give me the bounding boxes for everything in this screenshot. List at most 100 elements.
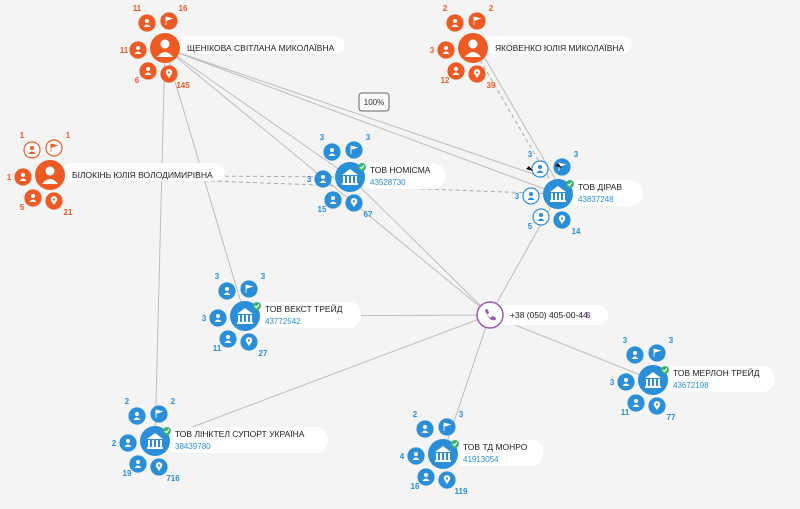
relation-count: 1 [20, 131, 25, 140]
relation-people-icon[interactable] [139, 62, 157, 80]
company-code[interactable]: 43772542 [265, 317, 301, 326]
relation-flag-icon[interactable] [648, 344, 666, 362]
relation-people-icon[interactable] [24, 189, 42, 207]
company-code[interactable]: 38439780 [175, 442, 211, 451]
relation-flag-icon[interactable] [553, 158, 571, 176]
relation-flag-icon[interactable] [345, 141, 363, 159]
relation-user-icon[interactable] [218, 282, 236, 300]
relation-group-icon[interactable] [209, 309, 227, 327]
relation-user-icon[interactable] [416, 420, 434, 438]
relation-count: 15 [318, 205, 327, 214]
relation-count: 2 [489, 4, 494, 13]
graph-edge [349, 176, 491, 316]
phone-icon[interactable] [476, 301, 504, 329]
relation-user-icon[interactable] [23, 141, 41, 159]
arrow-icon [555, 163, 562, 168]
relation-count: 1 [66, 131, 71, 140]
relation-pin-icon[interactable] [345, 194, 363, 212]
relation-user-icon[interactable] [128, 407, 146, 425]
relation-count: 27 [259, 349, 268, 358]
relation-group-icon[interactable] [129, 41, 147, 59]
relation-count: 2 [171, 397, 176, 406]
relation-people-icon[interactable] [324, 191, 342, 209]
relation-group-icon[interactable] [314, 170, 332, 188]
relation-user-icon[interactable] [138, 14, 156, 32]
relation-flag-icon[interactable] [45, 139, 63, 157]
relation-people-icon[interactable] [627, 394, 645, 412]
company-code[interactable]: 43837248 [578, 195, 614, 204]
node-label-pill [453, 440, 544, 466]
node-label-pill [360, 163, 446, 189]
phone-node[interactable]: +38 (050) 405-00-446 [476, 301, 608, 329]
relation-group-icon[interactable] [119, 434, 137, 452]
relation-pin-icon[interactable] [468, 65, 486, 83]
relation-pin-icon[interactable] [240, 333, 258, 351]
relation-user-icon[interactable] [323, 143, 341, 161]
relation-people-icon[interactable] [129, 455, 147, 473]
relation-people-icon[interactable] [219, 330, 237, 348]
relation-user-icon[interactable] [446, 14, 464, 32]
relation-count: 119 [455, 487, 468, 496]
relation-pin-icon[interactable] [150, 458, 168, 476]
company-name: ТОВ МЕРЛОН ТРЕЙД [673, 367, 760, 378]
relation-flag-icon[interactable] [438, 418, 456, 436]
relation-count: 67 [364, 210, 373, 219]
relation-pin-icon[interactable] [160, 65, 178, 83]
relation-count: 14 [572, 227, 581, 236]
relation-pin-icon[interactable] [438, 471, 456, 489]
relation-people-icon[interactable] [532, 208, 550, 226]
verified-check-icon [253, 302, 261, 310]
graph-edge [164, 47, 546, 179]
relation-count: 2 [125, 397, 130, 406]
relation-group-icon[interactable] [617, 373, 635, 391]
phone-number: +38 (050) 405-00-44 [510, 310, 588, 320]
company-code[interactable]: 43528730 [370, 178, 406, 187]
relation-people-icon[interactable] [417, 468, 435, 486]
company-code[interactable]: 43672198 [673, 381, 709, 390]
relation-count: 3 [528, 150, 533, 159]
relation-count: 3 [623, 336, 628, 345]
relation-flag-icon[interactable] [150, 405, 168, 423]
relation-group-icon[interactable] [407, 447, 425, 465]
relation-count: 4 [400, 452, 405, 461]
graph-edge [489, 314, 654, 381]
company-name: ТОВ ДІРАВ [578, 182, 622, 192]
relation-user-icon[interactable] [626, 346, 644, 364]
edge-percent-label[interactable]: 100% [358, 92, 390, 112]
graph-edge [154, 47, 166, 442]
relation-group-icon[interactable] [14, 168, 32, 186]
relation-count: 11 [213, 344, 222, 353]
relation-flag-icon[interactable] [240, 280, 258, 298]
company-name: ТОВ НОМІСМА [370, 165, 431, 175]
relation-count: 3 [215, 272, 220, 281]
relation-flag-icon[interactable] [468, 12, 486, 30]
relation-pin-icon[interactable] [553, 211, 571, 229]
person-name: БІЛОКІНЬ ЮЛІЯ ВОЛОДИМИРІВНА [72, 170, 213, 180]
relation-count: 11 [133, 4, 142, 13]
relation-count: 3 [610, 378, 615, 387]
relation-pin-icon[interactable] [648, 397, 666, 415]
relation-flag-icon[interactable] [160, 12, 178, 30]
relation-group-icon[interactable] [437, 41, 455, 59]
relation-count: 3 [515, 192, 520, 201]
relation-group-icon[interactable] [522, 187, 540, 205]
node-label-pill [175, 36, 345, 54]
relation-people-icon[interactable] [447, 62, 465, 80]
relation-pin-icon[interactable] [45, 192, 63, 210]
relation-count: 21 [64, 208, 73, 217]
company-code[interactable]: 41913054 [463, 455, 499, 464]
relation-user-icon[interactable] [531, 160, 549, 178]
verified-check-icon [163, 427, 171, 435]
relation-count: 3 [320, 133, 325, 142]
relation-count: 3 [574, 150, 579, 159]
